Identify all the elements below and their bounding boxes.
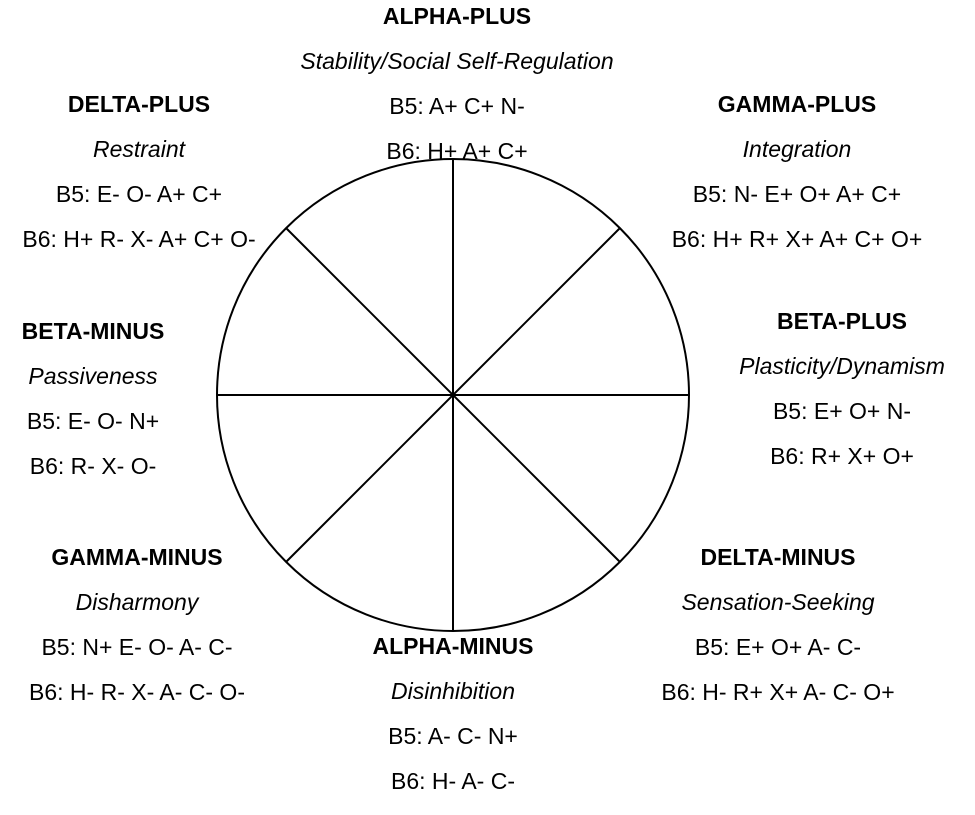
sector-b5: B5: N+ E- O- A- C- [41, 634, 233, 660]
sector-name: BETA-MINUS [21, 318, 165, 344]
sector-description: Sensation-Seeking [681, 589, 875, 615]
sector-description: Plasticity/Dynamism [739, 353, 945, 379]
sector-delta-plus: DELTA-PLUS Restraint B5: E- O- A+ C+ B6:… [22, 93, 255, 273]
sector-b5: B5: E- O- A+ C+ [55, 181, 223, 207]
octant-wheel [216, 158, 690, 632]
sector-description: Disinhibition [390, 678, 515, 704]
sector-name: GAMMA-MINUS [51, 544, 223, 570]
sector-b6: B6: H+ R- X- A+ C+ O- [22, 226, 256, 252]
sector-b6: B6: R- X- O- [29, 453, 157, 479]
sector-description: Integration [742, 136, 852, 162]
sector-b5: B5: E+ O+ A- C- [694, 634, 862, 660]
sector-name: GAMMA-PLUS [717, 91, 877, 117]
sector-b5: B5: A- C- N+ [388, 723, 518, 749]
sector-gamma-plus: GAMMA-PLUS Integration B5: N- E+ O+ A+ C… [672, 93, 923, 273]
sector-description: Restraint [92, 136, 186, 162]
sector-b5: B5: N- E+ O+ A+ C+ [692, 181, 902, 207]
sector-delta-minus: DELTA-MINUS Sensation-Seeking B5: E+ O+ … [661, 546, 894, 726]
sector-b6: B6: H+ A+ C+ [386, 138, 528, 164]
sector-name: ALPHA-MINUS [372, 633, 534, 659]
sector-description: Passiveness [28, 363, 158, 389]
sector-description: Stability/Social Self-Regulation [300, 48, 614, 74]
sector-b6: B6: R+ X+ O+ [770, 443, 914, 469]
sector-b5: B5: E- O- N+ [26, 408, 160, 434]
sector-b6: B6: H- R+ X+ A- C- O+ [661, 679, 895, 705]
sector-alpha-plus: ALPHA-PLUS Stability/Social Self-Regulat… [300, 5, 613, 185]
sector-b6: B6: H- R- X- A- C- O- [29, 679, 245, 705]
sector-b6: B6: H- A- C- [391, 768, 515, 794]
sector-name: BETA-PLUS [777, 308, 907, 334]
sector-b6: B6: H+ R+ X+ A+ C+ O+ [671, 226, 923, 252]
sector-name: ALPHA-PLUS [382, 3, 532, 29]
sector-b5: B5: A+ C+ N- [389, 93, 525, 119]
sector-beta-minus: BETA-MINUS Passiveness B5: E- O- N+ B6: … [22, 320, 165, 500]
sector-beta-plus: BETA-PLUS Plasticity/Dynamism B5: E+ O+ … [739, 310, 945, 490]
wheel-divider-diagonal-up [285, 227, 621, 563]
sector-description: Disharmony [75, 589, 199, 615]
sector-gamma-minus: GAMMA-MINUS Disharmony B5: N+ E- O- A- C… [29, 546, 245, 726]
sector-name: DELTA-MINUS [700, 544, 856, 570]
sector-alpha-minus: ALPHA-MINUS Disinhibition B5: A- C- N+ B… [373, 635, 534, 815]
sector-name: DELTA-PLUS [67, 91, 211, 117]
sector-b5: B5: E+ O+ N- [772, 398, 912, 424]
